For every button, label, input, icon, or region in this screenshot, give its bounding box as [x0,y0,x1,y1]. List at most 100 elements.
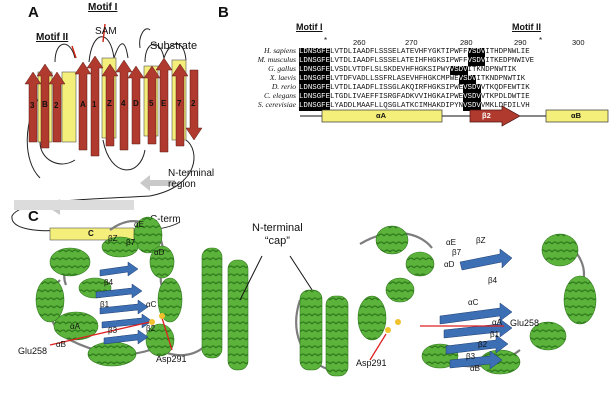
left-structure-label: β3 [108,326,118,335]
left-structure-label: αD [154,248,165,257]
right-structure-label: β3 [466,352,476,361]
loop-bottom-2 [102,139,146,171]
sequence-end: ITHDPNWLIE [485,48,530,56]
strand-9 [143,65,161,145]
strand-label-7: 4 [121,99,126,108]
sequence-mid: LVTDLIAADFLSSSELATEVHFYGKTIPWFF [330,48,468,56]
left-structure-label: β2 [146,324,156,333]
sequence-end: VTKQDFEWTIK [480,84,530,92]
sequence-mid: LVSDLVTDFLSLSKDEVHFHGKSIPWY [330,66,450,74]
right-structure-label: αD [444,260,455,269]
species-name: D. rerio [271,82,296,91]
strand-1 [24,71,42,143]
ruler-270: 270 [405,38,418,47]
ss-alpha-b-label: αB [571,111,582,120]
left-structure-label: β1 [100,300,110,309]
left-structure-label: β4 [104,278,114,287]
sequence-end: ITKEDPNWIVE [485,57,535,65]
right-molecule [295,225,597,377]
right-structure-label: αE [446,238,456,247]
right-structure-label: β2 [478,340,488,349]
left-structure-label: αB [56,340,66,349]
right-structure-label: αB [470,364,480,373]
sequence-end: VTKPDLDWTIE [480,93,530,101]
left-molecule [35,216,249,371]
species-name: M. musculus [257,55,296,64]
sequence-mid: LTGDLIVAEFFISRGFADKVVIHGKAIPWE [330,93,464,101]
motif-i-block: LDNSGFE [299,66,331,75]
strand-8 [127,65,145,145]
species-name: H. sapiens [263,46,296,55]
ss-alpha-b [545,109,609,123]
right-structure-label: Asp291 [356,358,387,368]
n-terminal-cap-label: N-terminal “cap” [252,222,303,247]
loop-substrate [139,28,151,49]
strand-label-6: Z [107,99,112,108]
species-name: S. cerevisiae [257,100,296,109]
loop-top-4 [144,43,165,63]
ruler-290: 290 [514,38,527,47]
strand-label-10: E [161,99,167,108]
left-structure-label: αE [134,220,144,229]
panel-a-helix-c-label: C [88,229,94,238]
right-structure-label: αC [468,298,479,307]
strand-label-5: 1 [92,100,97,109]
motif-i-block: LDNSGFE [299,75,331,84]
ruler-300: 300 [572,38,585,47]
sequence-mid: LVTDLIAADFLSSSELATEIHFHGKSIPWFF [330,57,468,65]
species-name: X. laevis [269,73,296,82]
helix-a2 [61,71,77,143]
motif-ii-block: VSDV [449,66,468,75]
strand-label-1: 3 [30,101,35,110]
left-structure-label: αC [146,300,157,309]
right-structure-label: Glu258 [510,318,540,328]
species-name: G. gallus [268,64,296,73]
panel-letter-c: C [28,208,39,225]
strand-10 [155,57,173,153]
strand-label-2: B [42,100,48,109]
motif-ii-star: * [539,36,543,45]
species-name: C. elegans [263,91,296,100]
ruler-260: 260 [353,38,366,47]
panel-letter-a: A [28,4,39,21]
strand-3 [48,71,66,143]
motif-ii-block: VSDV [463,84,481,93]
motif-ii-pointer [71,45,77,59]
loop-to-c [11,195,151,232]
right-structure-label: βZ [476,236,486,245]
panel-a-cterm-label: C-term [150,214,181,225]
panel-a-motif-ii-label: Motif II [36,32,69,43]
sheet-bar [14,200,134,210]
left-structure-label: Asp291 [156,354,187,364]
panel-a-nterm-label: N-terminal region [168,168,215,190]
strand-11 [171,63,189,147]
left-structure-label: αA [70,322,80,331]
sequence-end: ITKNDPNWTIK [467,66,517,74]
motif-i-block: LDNSGFE [299,93,331,102]
strand-5 [86,55,104,157]
strand-group [24,55,203,157]
panel-a-sam-label: SAM [95,26,117,37]
sequence-end: ITKNDPNWTIK [476,75,526,83]
loop-top-2 [88,36,115,63]
left-structure-label: β7 [126,238,136,247]
loop-bottom-1 [39,141,76,165]
strand-label-3: 2 [54,101,59,110]
strand-label-9: 5 [149,99,154,108]
motif-ii-block: VSDV [467,48,486,57]
panel-a-motif-i-label: Motif I [88,2,118,13]
motif-i-block: LDNSGFE [299,102,331,111]
loop-top-3 [113,43,129,59]
left-structure-label: βZ [108,234,118,243]
motif-i-block: LDNSGFE [299,57,331,66]
ss-alpha-a [321,109,443,123]
ss-beta-2-label: β2 [482,111,491,120]
motif-i-pointer [102,23,106,43]
